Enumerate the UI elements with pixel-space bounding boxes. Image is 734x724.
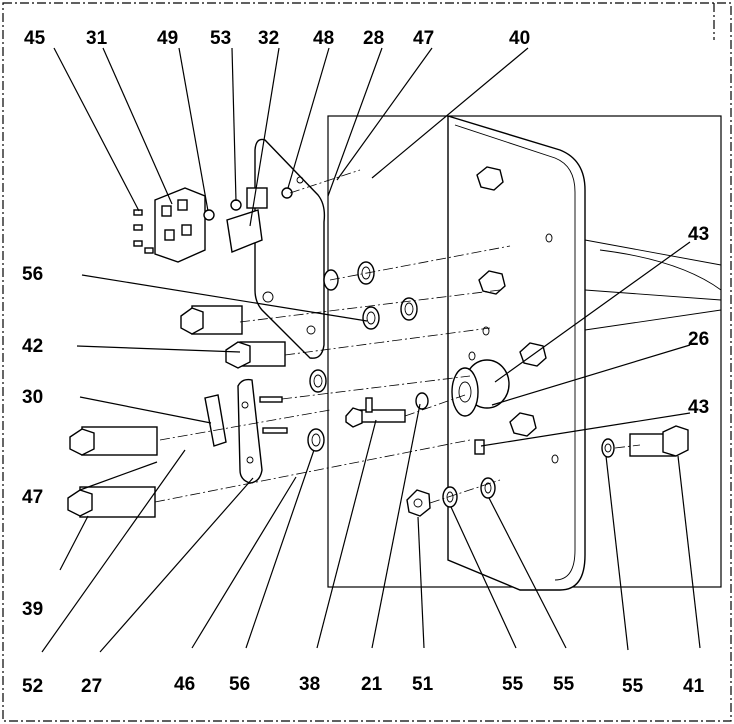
callout-49: 49 <box>157 28 178 49</box>
callout-47-left: 47 <box>22 487 43 508</box>
main-mounting-plate <box>327 115 722 591</box>
bracket-plate <box>254 138 326 359</box>
callout-40: 40 <box>509 28 530 49</box>
callout-46: 46 <box>174 674 195 695</box>
shaft-38 <box>345 397 406 428</box>
callout-52: 52 <box>22 676 43 697</box>
callout-30: 30 <box>22 387 43 408</box>
long-bolt-bottom <box>67 486 156 518</box>
callout-26: 26 <box>688 329 709 350</box>
callout-31: 31 <box>86 28 108 49</box>
callout-39: 39 <box>22 599 43 620</box>
switch-assembly <box>133 187 293 263</box>
nut-51 <box>406 489 431 517</box>
callout-28: 28 <box>363 28 384 49</box>
callout-45: 45 <box>24 28 46 49</box>
long-bolt-top <box>180 305 243 335</box>
callout-32: 32 <box>258 28 279 49</box>
set-screw <box>474 439 485 455</box>
assembly-center-lines <box>154 169 641 504</box>
callout-38: 38 <box>299 674 320 695</box>
leader-lines <box>41 47 701 653</box>
callout-47-top: 47 <box>413 28 434 49</box>
callout-51: 51 <box>412 674 434 695</box>
callout-56-left: 56 <box>22 264 43 285</box>
washers <box>307 261 615 508</box>
callout-27: 27 <box>81 676 102 697</box>
bolt-41 <box>629 425 689 457</box>
callout-55-c: 55 <box>622 676 644 697</box>
callout-labels: 45 31 49 53 32 48 28 47 40 43 26 43 56 4… <box>22 28 709 697</box>
actuator-lever <box>204 378 288 484</box>
callout-48: 48 <box>313 28 334 49</box>
collar-26 <box>451 359 510 417</box>
callout-53: 53 <box>210 28 231 49</box>
long-bolt-middle <box>69 426 158 456</box>
callout-43-lower: 43 <box>688 397 709 418</box>
callout-42: 42 <box>22 336 43 357</box>
bolt-42 <box>225 341 286 369</box>
callout-55-b: 55 <box>553 674 575 695</box>
callout-21: 21 <box>361 674 383 695</box>
callout-43-upper: 43 <box>688 224 709 245</box>
callout-55-a: 55 <box>502 674 524 695</box>
callout-41: 41 <box>683 676 705 697</box>
callout-56-bottom: 56 <box>229 674 250 695</box>
